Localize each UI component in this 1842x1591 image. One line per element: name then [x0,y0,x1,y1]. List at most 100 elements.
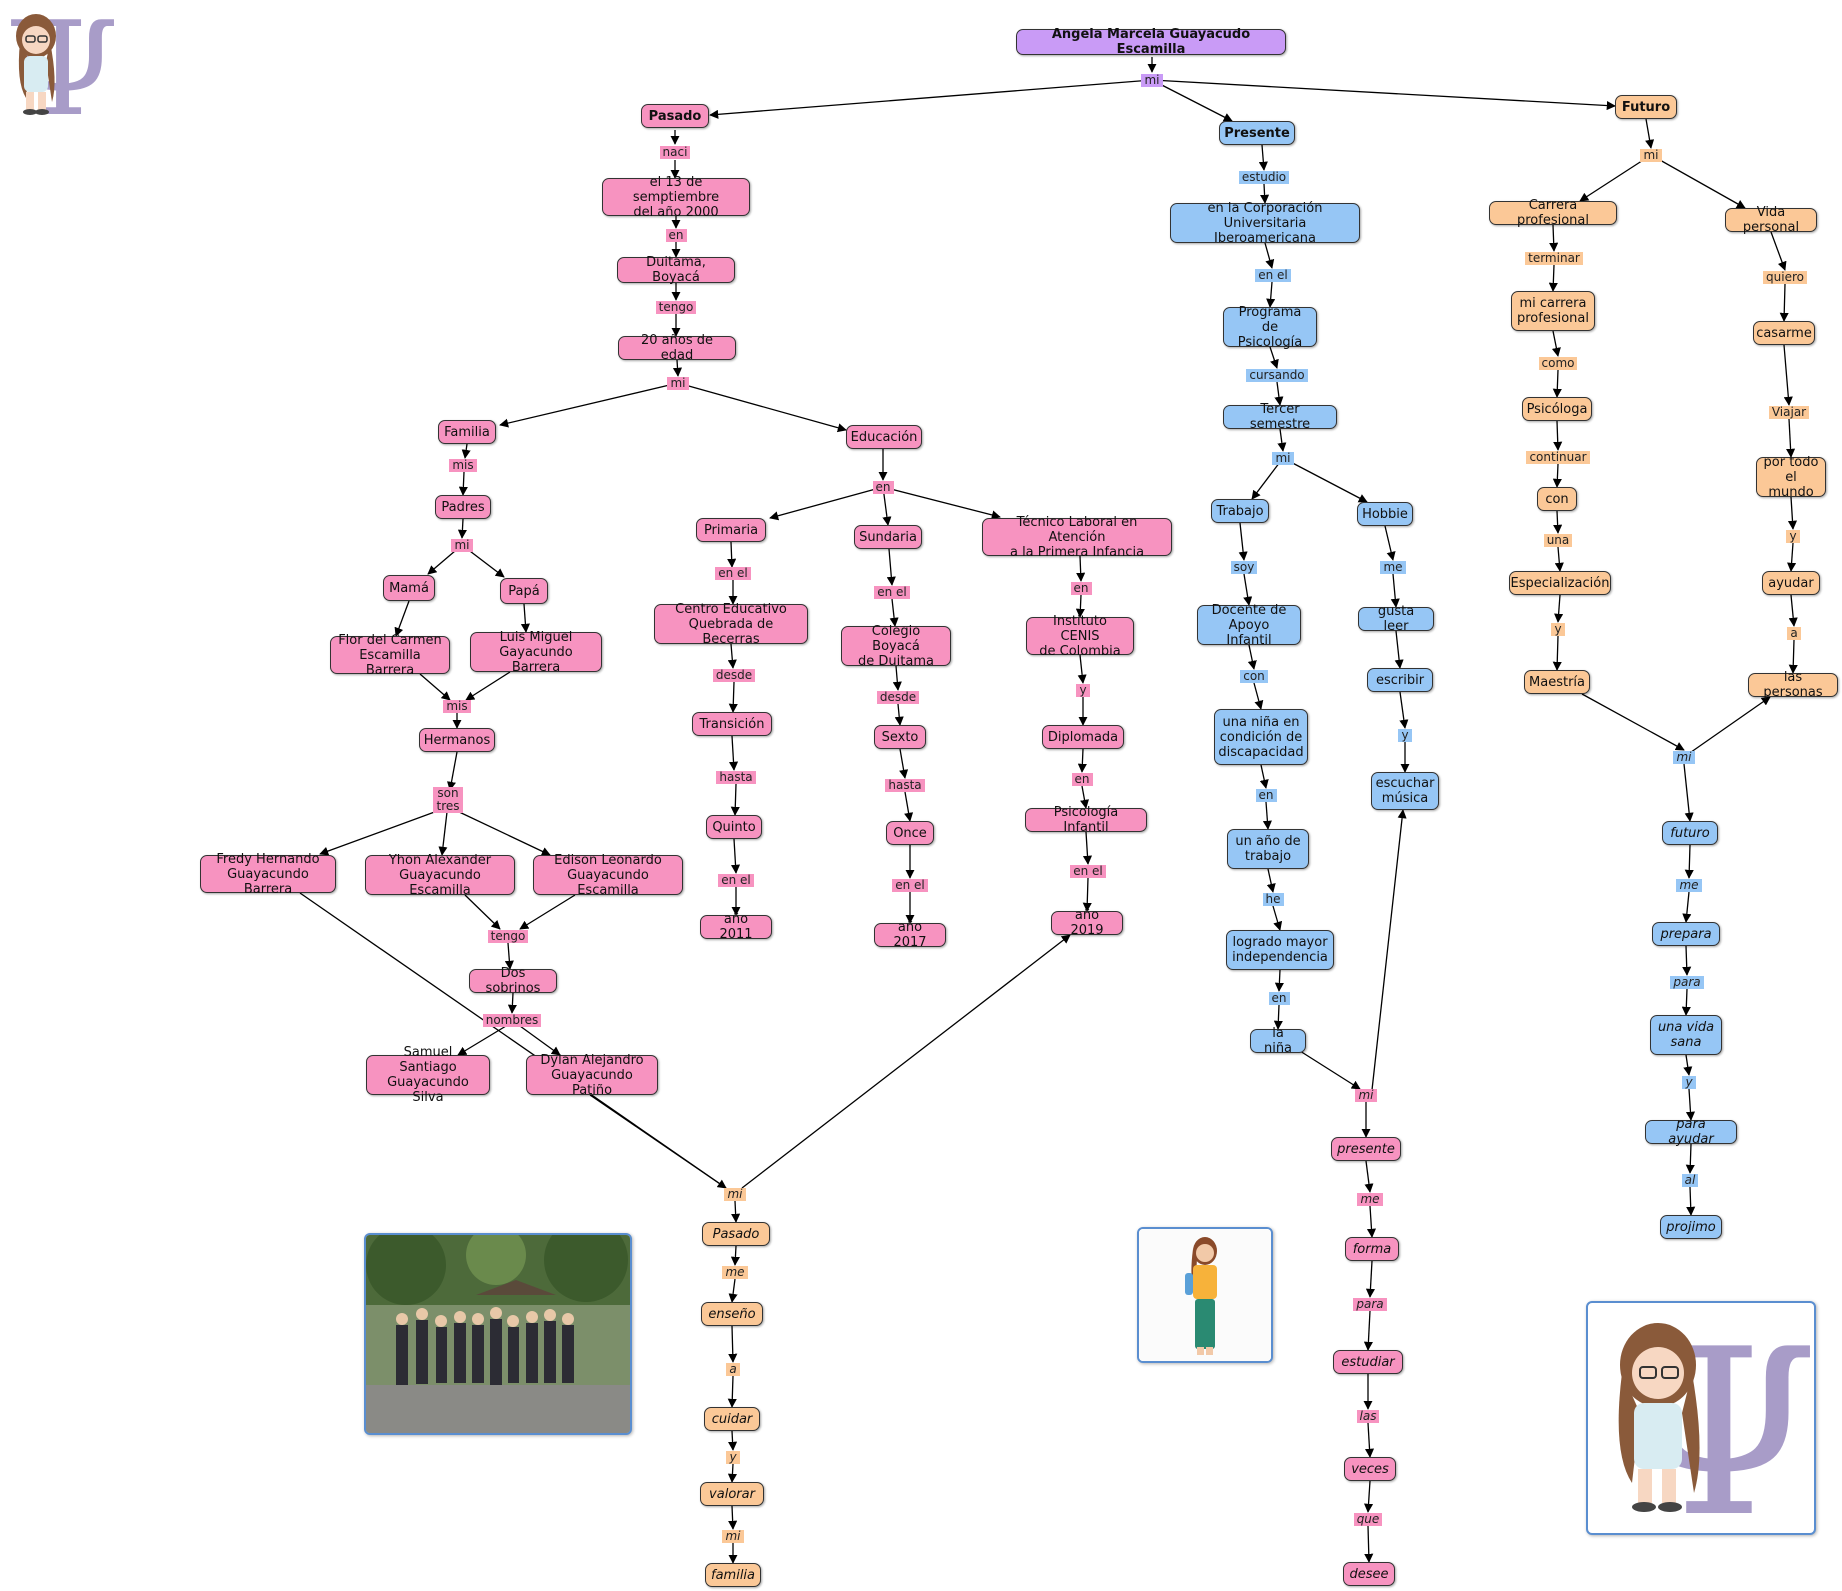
concept-node-padres[interactable]: Padres [435,495,491,519]
concept-node-carrera[interactable]: Carrera profesional [1489,198,1617,228]
concept-node-pp-cuidar[interactable]: cuidar [704,1407,760,1431]
concept-node-pp-enseno[interactable]: enseño [701,1302,763,1326]
concept-node-nina[interactable]: una niña en condición de discapacidad [1214,709,1308,765]
concept-node-centro[interactable]: Centro Educativo Quebrada de Becerras [654,602,808,647]
concept-node-primaria[interactable]: Primaria [696,518,766,542]
concept-node-cenis[interactable]: Instituto CENIS de Colombia [1026,614,1134,659]
concept-node-sundaria[interactable]: Sundaria [854,525,922,549]
connector-line [769,486,884,521]
concept-node-samuel[interactable]: Samuel Santiago Guayacundo Silva [366,1045,490,1105]
link-label-me-f: me [1676,878,1702,892]
connector-line [1779,283,1789,322]
concept-node-tercer[interactable]: Tercer semestre [1223,402,1337,432]
concept-node-presente[interactable]: Presente [1219,121,1295,145]
concept-node-familia[interactable]: Familia [438,420,496,444]
concept-node-a2011[interactable]: año 2011 [700,912,772,942]
concept-node-casarme[interactable]: casarme [1753,321,1815,345]
connector-line [1075,594,1085,618]
connector-line [889,598,899,627]
concept-node-sobrinos[interactable]: Dos sobrinos [469,966,557,996]
concept-node-f-prepara[interactable]: prepara [1652,922,1720,946]
concept-node-hobbie[interactable]: Hobbie [1357,502,1413,526]
concept-node-tecnico[interactable]: Técnico Laboral en Atención a la Primera… [982,515,1172,560]
concept-node-a2019[interactable]: año 2019 [1051,908,1123,938]
concept-node-colegio[interactable]: Colegio Boyacá de Duitama [841,624,951,669]
concept-node-a2017[interactable]: año 2017 [874,920,946,950]
concept-node-pr-forma[interactable]: forma [1345,1237,1399,1261]
connector-line [1390,573,1400,608]
connector-line [1299,1050,1361,1090]
concept-node-papa[interactable]: Papá [500,578,548,604]
concept-node-dylan[interactable]: Dylan Alejandro Guayacundo Patiño [526,1053,658,1098]
concept-node-diplomada[interactable]: Diplomada [1042,725,1124,749]
connector-line [727,1463,737,1483]
concept-node-edad[interactable]: 20 años de edad [618,333,736,363]
connector-line [1364,1525,1374,1563]
concept-node-lanina[interactable]: la niña [1250,1026,1306,1056]
concept-node-especializacion[interactable]: Especialización [1509,571,1611,595]
concept-node-pr-veces[interactable]: veces [1344,1457,1396,1481]
concept-node-personas[interactable]: las personas [1748,670,1838,700]
concept-node-edison[interactable]: Edison Leonardo Guayacundo Escamilla [533,853,683,898]
concept-node-trabajo[interactable]: Trabajo [1211,499,1269,523]
connector-line [1282,457,1368,503]
concept-node-duitama[interactable]: Duitama, Boyacá [617,255,735,285]
concept-node-maestria[interactable]: Maestría [1524,670,1590,694]
concept-node-mama[interactable]: Mamá [383,575,435,601]
concept-node-luis[interactable]: Luis Miguel Gayacundo Barrera [470,630,602,675]
concept-node-root[interactable]: Angela Marcela Guayacudo Escamilla [1016,27,1286,57]
connector-line [457,518,467,539]
concept-node-psicinf[interactable]: Psicología Infantil [1025,805,1147,835]
connector-line [461,443,471,459]
connector-line [504,942,514,970]
concept-node-logrado[interactable]: logrado mayor independencia [1226,930,1334,970]
concept-node-portodo[interactable]: por todo el mundo [1756,455,1826,500]
connector-line [1552,635,1562,671]
concept-node-pr-desee[interactable]: desee [1343,1562,1395,1586]
concept-node-vidap[interactable]: Vida personal [1725,205,1817,235]
concept-node-con[interactable]: con [1537,487,1577,511]
concept-node-fredy[interactable]: Fredy Hernando Guayacundo Barrera [200,852,336,897]
concept-node-escuchar[interactable]: escuchar música [1371,772,1439,810]
concept-node-psicologa[interactable]: Psicóloga [1522,397,1592,421]
concept-node-unano[interactable]: un año de trabajo [1227,829,1309,869]
concept-node-quinto[interactable]: Quinto [706,815,762,839]
concept-node-f-projimo[interactable]: projimo [1660,1215,1722,1239]
concept-node-fecha[interactable]: el 13 de semptiembre del año 2000 [602,175,750,220]
connector-line [1552,463,1562,488]
concept-node-escribir[interactable]: escribir [1367,668,1433,692]
concept-node-gusta[interactable]: gusta leer [1358,604,1434,634]
concept-node-f-vida[interactable]: una vida sana [1650,1015,1722,1055]
link-label-que-pr: que [1353,1512,1383,1526]
concept-node-yhon[interactable]: Yhon Alexander Guayacundo Escamilla [365,853,515,898]
concept-node-corporacion[interactable]: en la Corporación Universitaria Iberoame… [1170,201,1360,246]
connector-line [520,603,530,633]
link-label-enel-pri: en el [715,566,751,580]
concept-node-ayudar[interactable]: ayudar [1762,571,1820,595]
concept-node-micarrera[interactable]: mi carrera profesional [1511,291,1595,331]
concept-node-hermanos[interactable]: Hermanos [419,728,495,752]
connector-line [1787,496,1798,530]
concept-node-pp-valorar[interactable]: valorar [700,1482,764,1506]
concept-node-pp-pasado[interactable]: Pasado [702,1222,770,1246]
concept-node-pp-familia[interactable]: familia [705,1563,761,1587]
concept-node-pr-estudiar[interactable]: estudiar [1333,1350,1403,1374]
concept-node-pasado[interactable]: Pasado [641,104,709,128]
link-label-me-pr: me [1357,1192,1383,1206]
connector-line [1259,764,1269,789]
concept-node-pr-presente[interactable]: presente [1331,1137,1401,1161]
connector-line [1399,691,1409,729]
concept-node-sexto[interactable]: Sexto [874,725,926,749]
concept-node-transicion[interactable]: Transición [692,712,772,736]
concept-node-programa[interactable]: Programa de Psicología [1223,305,1317,350]
concept-node-once[interactable]: Once [886,821,934,845]
concept-node-flor[interactable]: Flor del Carmen Escamilla Barrera [330,633,450,678]
concept-node-futuro[interactable]: Futuro [1615,95,1677,119]
connector-line [728,681,738,713]
concept-node-docente[interactable]: Docente de Apoyo Infantil [1197,603,1301,648]
concept-node-f-futuro[interactable]: futuro [1662,821,1718,845]
concept-node-f-ayudar[interactable]: para ayudar [1645,1117,1737,1147]
link-label-mi-pres: mi [1272,451,1294,465]
concept-node-educacion[interactable]: Educación [846,425,922,449]
